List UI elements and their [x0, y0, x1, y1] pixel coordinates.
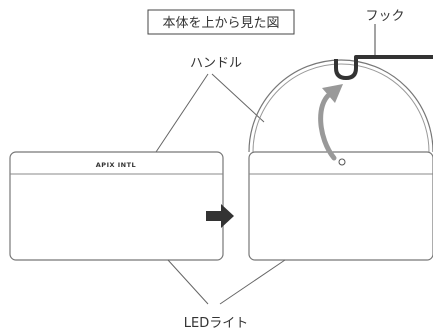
handle-outer-arc: [248, 59, 433, 153]
led-leader-left: [167, 259, 209, 305]
handle-label: ハンドル: [190, 56, 242, 71]
hook-label: フック: [365, 9, 404, 24]
title-frame: [147, 9, 295, 35]
device-handle-raised: [248, 59, 433, 261]
right-arrow-icon: [206, 204, 234, 228]
led-label: LEDライト: [184, 316, 248, 331]
device-handle-folded: APIX INTL: [9, 151, 224, 261]
led-leader-right: [219, 259, 286, 305]
handle-leader-left: [151, 73, 209, 159]
handle-inner-arc: [252, 63, 430, 153]
title-box: 本体を上から見た図: [147, 9, 295, 35]
hook-icon: [334, 55, 433, 80]
handle-leader-right: [211, 73, 265, 123]
brand-logo: APIX INTL: [96, 161, 136, 169]
hook-hole: [338, 158, 346, 166]
curved-arrow-head-icon: [322, 84, 343, 103]
curved-arrow-shaft: [318, 91, 337, 161]
device-body-right: [248, 151, 433, 261]
title-text: 本体を上から見た図: [162, 16, 279, 31]
